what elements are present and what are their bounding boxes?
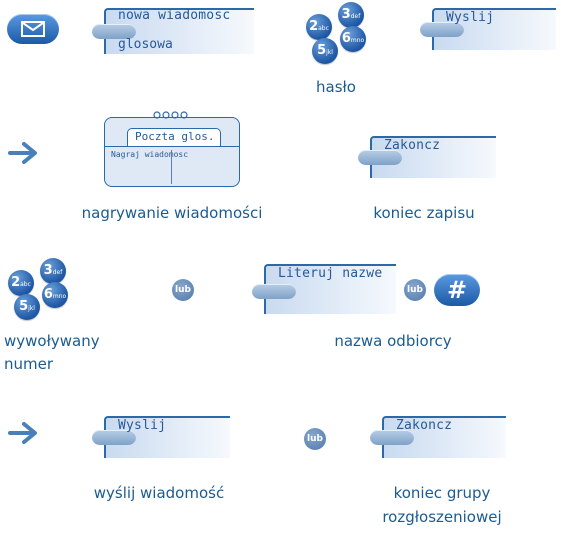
- key-5[interactable]: 5jkl: [312, 38, 338, 64]
- screen-cursor: [171, 150, 172, 184]
- caption-recording: nagrywanie wiadomości: [81, 204, 263, 222]
- screen-frame: [105, 146, 239, 147]
- key-5[interactable]: 5jkl: [14, 294, 40, 320]
- softkey-label: Literuj nazwe: [278, 266, 383, 281]
- caption-end-group: koniec grupy rozgłoszeniowej: [382, 484, 502, 526]
- softkey-new-voice-message[interactable]: nowa wiadomosc glosowa: [92, 8, 254, 56]
- softkey-label: Wyslij: [118, 418, 167, 433]
- right-arrow-icon: [8, 422, 37, 444]
- caption-send-message: wyślij wiadomość: [93, 484, 225, 502]
- softkey-end-group[interactable]: Zakoncz: [370, 416, 506, 460]
- softkey-label: Zakoncz: [396, 418, 453, 433]
- phone-status-icons: [153, 111, 188, 119]
- softkey-label-line2: glosowa: [118, 37, 173, 52]
- or-badge: lub: [404, 279, 426, 301]
- screen-tab: [127, 128, 221, 147]
- softkey-label: Zakoncz: [384, 138, 441, 153]
- caption-password: hasło: [316, 78, 356, 96]
- numeric-keypad[interactable]: 2abc 3def 5jkl 6mno: [6, 258, 68, 320]
- numeric-keypad[interactable]: 2abc 3def 5jkl 6mno: [304, 2, 366, 64]
- key-3[interactable]: 3def: [338, 2, 364, 28]
- hash-key[interactable]: #: [434, 274, 480, 306]
- softkey-spell-name[interactable]: Literuj nazwe: [252, 264, 396, 314]
- softkey-send[interactable]: Wyslij: [420, 8, 556, 52]
- phone-screen: Poczta glos. Nagraj wiadomosc: [104, 111, 240, 187]
- softkey-label: nowa wiadomosc: [118, 8, 231, 23]
- or-badge: lub: [172, 279, 194, 301]
- messaging-key[interactable]: [7, 14, 59, 44]
- softkey-label: Wyslij: [446, 10, 495, 25]
- screen-tab-title: Poczta glos.: [135, 130, 215, 143]
- key-6[interactable]: 6mno: [42, 282, 68, 308]
- softkey-send-message[interactable]: Wyslij: [92, 416, 230, 460]
- right-arrow-icon: [8, 142, 37, 164]
- caption-recipient-name: nazwa odbiorcy: [334, 332, 452, 350]
- envelope-icon: [21, 21, 45, 37]
- screen-body-text: Nagraj wiadomosc: [111, 150, 189, 159]
- key-3[interactable]: 3def: [40, 258, 66, 284]
- key-6[interactable]: 6mno: [340, 26, 366, 52]
- key-2[interactable]: 2abc: [8, 270, 34, 296]
- softkey-end-recording[interactable]: Zakoncz: [358, 136, 496, 180]
- caption-dialed-number: wywoływany numer: [4, 332, 100, 373]
- or-badge: lub: [304, 428, 326, 450]
- caption-end-recording: koniec zapisu: [373, 204, 475, 222]
- key-2[interactable]: 2abc: [306, 14, 332, 40]
